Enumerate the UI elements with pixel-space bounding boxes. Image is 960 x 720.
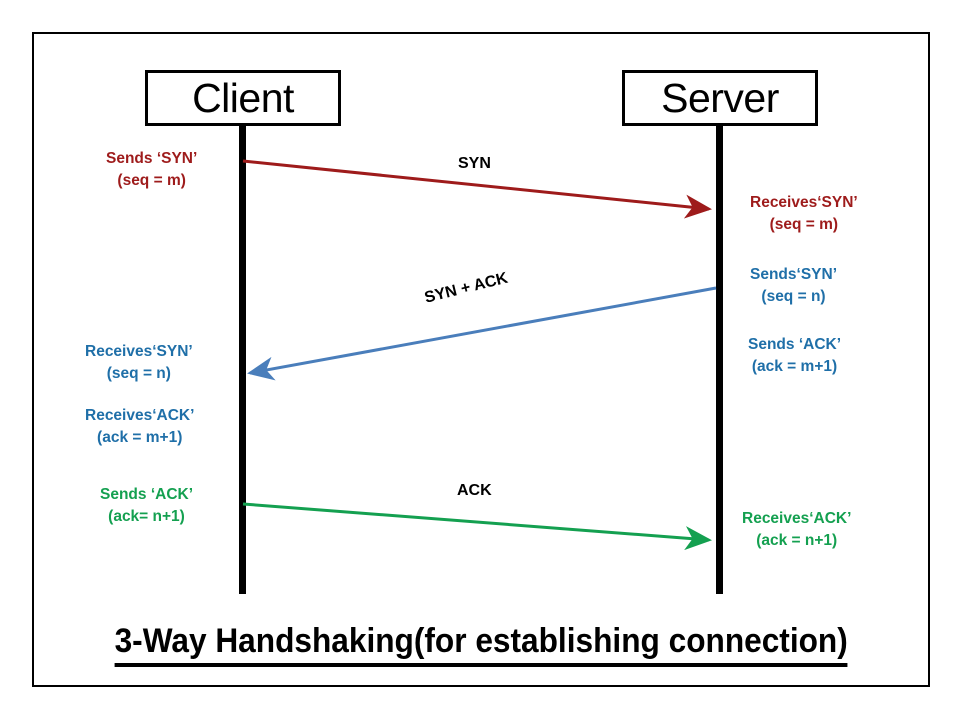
actor-box-server: Server: [622, 70, 818, 126]
note-line-2: (ack = m+1): [751, 358, 838, 376]
actor-label-client: Client: [192, 74, 294, 121]
caption-text: 3-Way Handshaking(for establishing conne…: [114, 622, 848, 667]
lifeline-server: [716, 124, 723, 594]
note-line-1: Receives‘SYN’: [750, 194, 858, 211]
note-server-sends-syn: Sends‘SYN’ (seq = n): [750, 264, 837, 309]
note-line-1: Sends ‘SYN’: [106, 150, 198, 167]
note-server-receives-syn: Receives‘SYN’ (seq = m): [750, 192, 858, 237]
note-line-2: (seq = m): [769, 216, 839, 234]
diagram-caption: 3-Way Handshaking(for establishing conne…: [46, 622, 916, 667]
note-line-1: Receives‘ACK’: [85, 407, 195, 424]
note-line-2: (seq = n): [106, 365, 171, 383]
note-client-receives-syn: Receives‘SYN’ (seq = n): [85, 341, 193, 386]
note-client-receives-ack: Receives‘ACK’ (ack = m+1): [85, 405, 194, 450]
note-line-1: Sends‘SYN’: [750, 266, 837, 283]
note-line-2: (ack = m+1): [97, 429, 183, 447]
note-server-sends-ack: Sends ‘ACK’ (ack = m+1): [748, 334, 841, 379]
note-line-2: (ack = n+1): [756, 532, 838, 550]
note-line-2: (ack= n+1): [108, 508, 185, 526]
note-line-1: Sends ‘ACK’: [748, 336, 842, 353]
note-server-receives-ack: Receives‘ACK’ (ack = n+1): [742, 508, 851, 553]
lifeline-client: [239, 124, 246, 594]
note-line-2: (seq = m): [117, 172, 186, 190]
actor-label-server: Server: [661, 74, 779, 121]
note-line-1: Receives‘SYN’: [85, 343, 193, 360]
note-client-sends-syn: Sends ‘SYN’ (seq = m): [106, 148, 197, 193]
note-line-1: Receives‘ACK’: [742, 510, 852, 527]
note-line-1: Sends ‘ACK’: [100, 486, 194, 503]
note-client-sends-ack: Sends ‘ACK’ (ack= n+1): [100, 484, 193, 529]
note-line-2: (seq = n): [761, 288, 826, 306]
message-label-syn: SYN: [458, 155, 491, 172]
message-label-ack: ACK: [457, 482, 492, 499]
actor-box-client: Client: [145, 70, 341, 126]
